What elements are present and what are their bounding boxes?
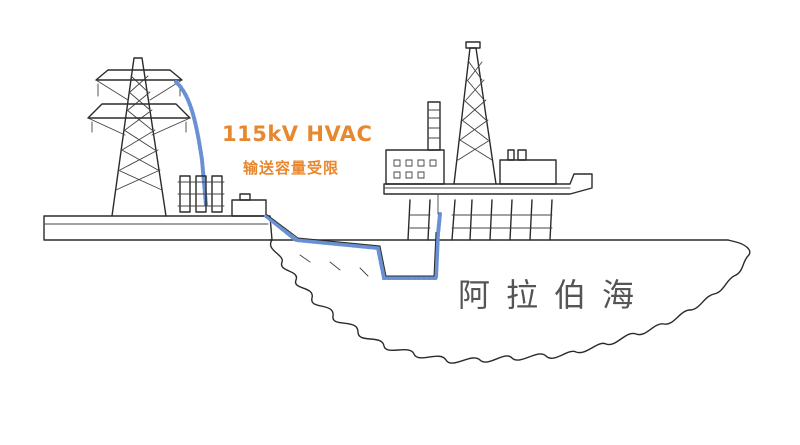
offshore-platform xyxy=(383,41,593,241)
substation-equipment xyxy=(177,175,267,217)
seabed-outline xyxy=(269,239,751,364)
sea-name-label: 阿拉伯海 xyxy=(458,276,651,314)
onshore-cable xyxy=(174,80,208,207)
onshore-ground xyxy=(43,215,273,241)
link-title-label: 115kV HVAC xyxy=(222,122,373,146)
subsea-cable xyxy=(264,212,442,280)
link-note-label: 输送容量受限 xyxy=(243,159,340,177)
transmission-tower xyxy=(87,57,191,217)
seabed-hatching xyxy=(299,254,369,277)
